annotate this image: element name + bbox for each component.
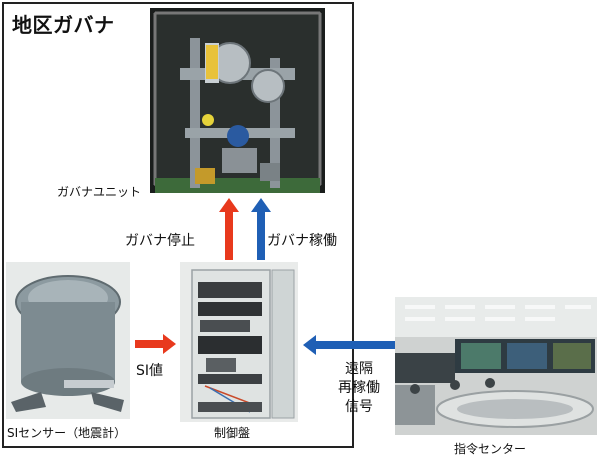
governor-arrows — [215, 196, 275, 262]
si-value-arrow — [135, 334, 176, 354]
control-panel-photo — [180, 262, 298, 422]
stop-arrow — [219, 198, 239, 260]
remote-signal-arrow-wrap — [302, 334, 398, 356]
remote-signal-line-2: 再稼働 — [338, 380, 380, 396]
si-value-arrow-wrap — [135, 333, 177, 355]
si-sensor-label: SIセンサー（地震計） — [7, 426, 127, 440]
diagram-title: 地区ガバナ — [12, 13, 115, 37]
command-center-label: 指令センター — [454, 442, 527, 456]
si-value-label: SI値 — [136, 363, 164, 379]
control-panel-label: 制御盤 — [214, 426, 251, 440]
governor-unit-label: ガバナユニット — [57, 185, 142, 199]
restart-label: ガバナ稼働 — [267, 233, 337, 249]
governor-unit-photo — [150, 8, 325, 193]
stop-label: ガバナ停止 — [125, 233, 195, 249]
restart-arrow — [251, 198, 271, 260]
si-sensor-photo — [6, 262, 130, 419]
remote-signal-arrow — [303, 335, 397, 355]
remote-signal-line-1: 遠隔 — [345, 361, 373, 377]
remote-signal-line-3: 信号 — [345, 399, 373, 415]
remote-signal-label: 遠隔 再稼働 信号 — [334, 360, 384, 417]
command-center-photo — [395, 297, 597, 435]
